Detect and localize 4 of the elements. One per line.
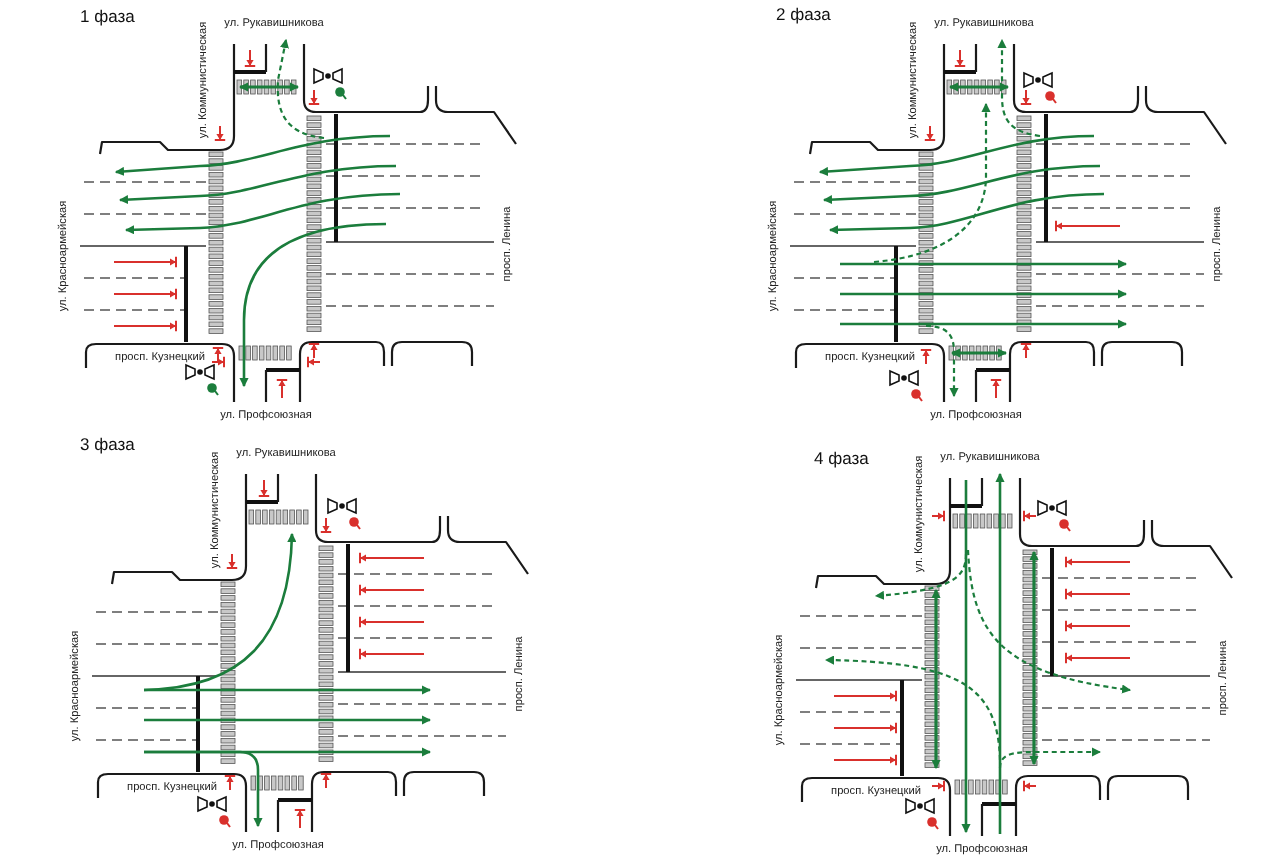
phase-title: 4 фаза (814, 448, 869, 468)
phase-title: 2 фаза (776, 4, 831, 24)
phase-title: 1 фаза (80, 6, 135, 26)
phase-title: 3 фаза (80, 434, 135, 454)
